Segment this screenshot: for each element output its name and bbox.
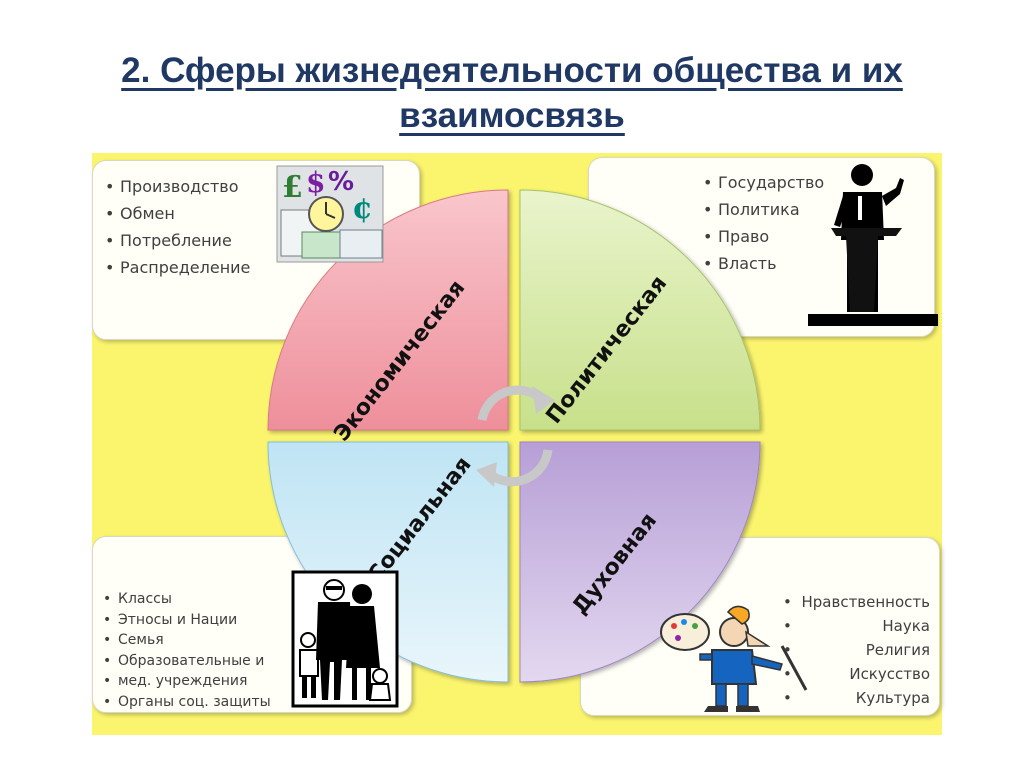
list-item: Распределение [102, 254, 250, 281]
slide-title: 2. Сферы жизнедеятельности общества и их… [0, 48, 1024, 138]
list-item: Религия [780, 638, 930, 662]
list-item: Право [700, 223, 824, 250]
spiritual-list: Нравственность Наука Религия Искусство К… [780, 590, 930, 710]
list-item: Этносы и Нации [100, 610, 271, 631]
list-item: Образовательные и [100, 651, 271, 672]
social-list: Классы Этносы и Нации Семья Образователь… [100, 589, 271, 712]
list-item: мед. учреждения [100, 671, 271, 692]
economic-list: Производство Обмен Потребление Распредел… [102, 173, 250, 281]
slide-title-line2: взаимосвязь [399, 96, 625, 135]
political-list: Государство Политика Право Власть [700, 169, 824, 277]
list-item: Обмен [102, 200, 250, 227]
list-item: Государство [700, 169, 824, 196]
list-item: Нравственность [780, 590, 930, 614]
list-item: Искусство [780, 662, 930, 686]
slide-title-line1: 2. Сферы жизнедеятельности общества и их [121, 51, 903, 90]
list-item: Наука [780, 614, 930, 638]
list-item: Культура [780, 686, 930, 710]
list-item: Семья [100, 630, 271, 651]
list-item: Органы соц. защиты [100, 692, 271, 713]
list-item: Политика [700, 196, 824, 223]
list-item: Потребление [102, 227, 250, 254]
list-item-continuation: мед. учреждения [118, 673, 248, 689]
list-item: Классы [100, 589, 271, 610]
list-item: Производство [102, 173, 250, 200]
list-item: Власть [700, 250, 824, 277]
